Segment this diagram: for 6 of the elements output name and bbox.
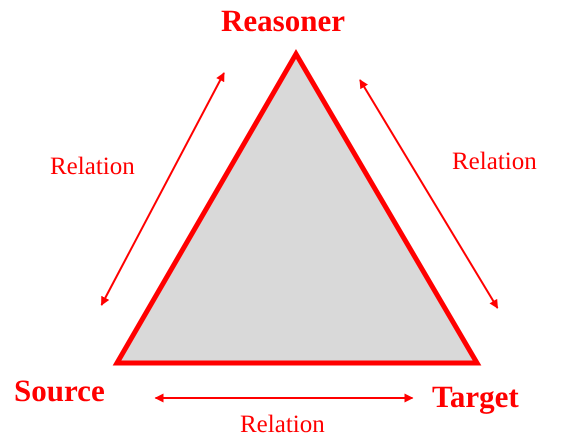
double-arrow [359, 79, 498, 309]
vertex-label: Source [14, 374, 105, 408]
double-arrow [154, 394, 414, 402]
vertex-label: Reasoner [221, 4, 345, 38]
double-arrow [100, 72, 225, 306]
vertex-label: Target [432, 380, 519, 414]
